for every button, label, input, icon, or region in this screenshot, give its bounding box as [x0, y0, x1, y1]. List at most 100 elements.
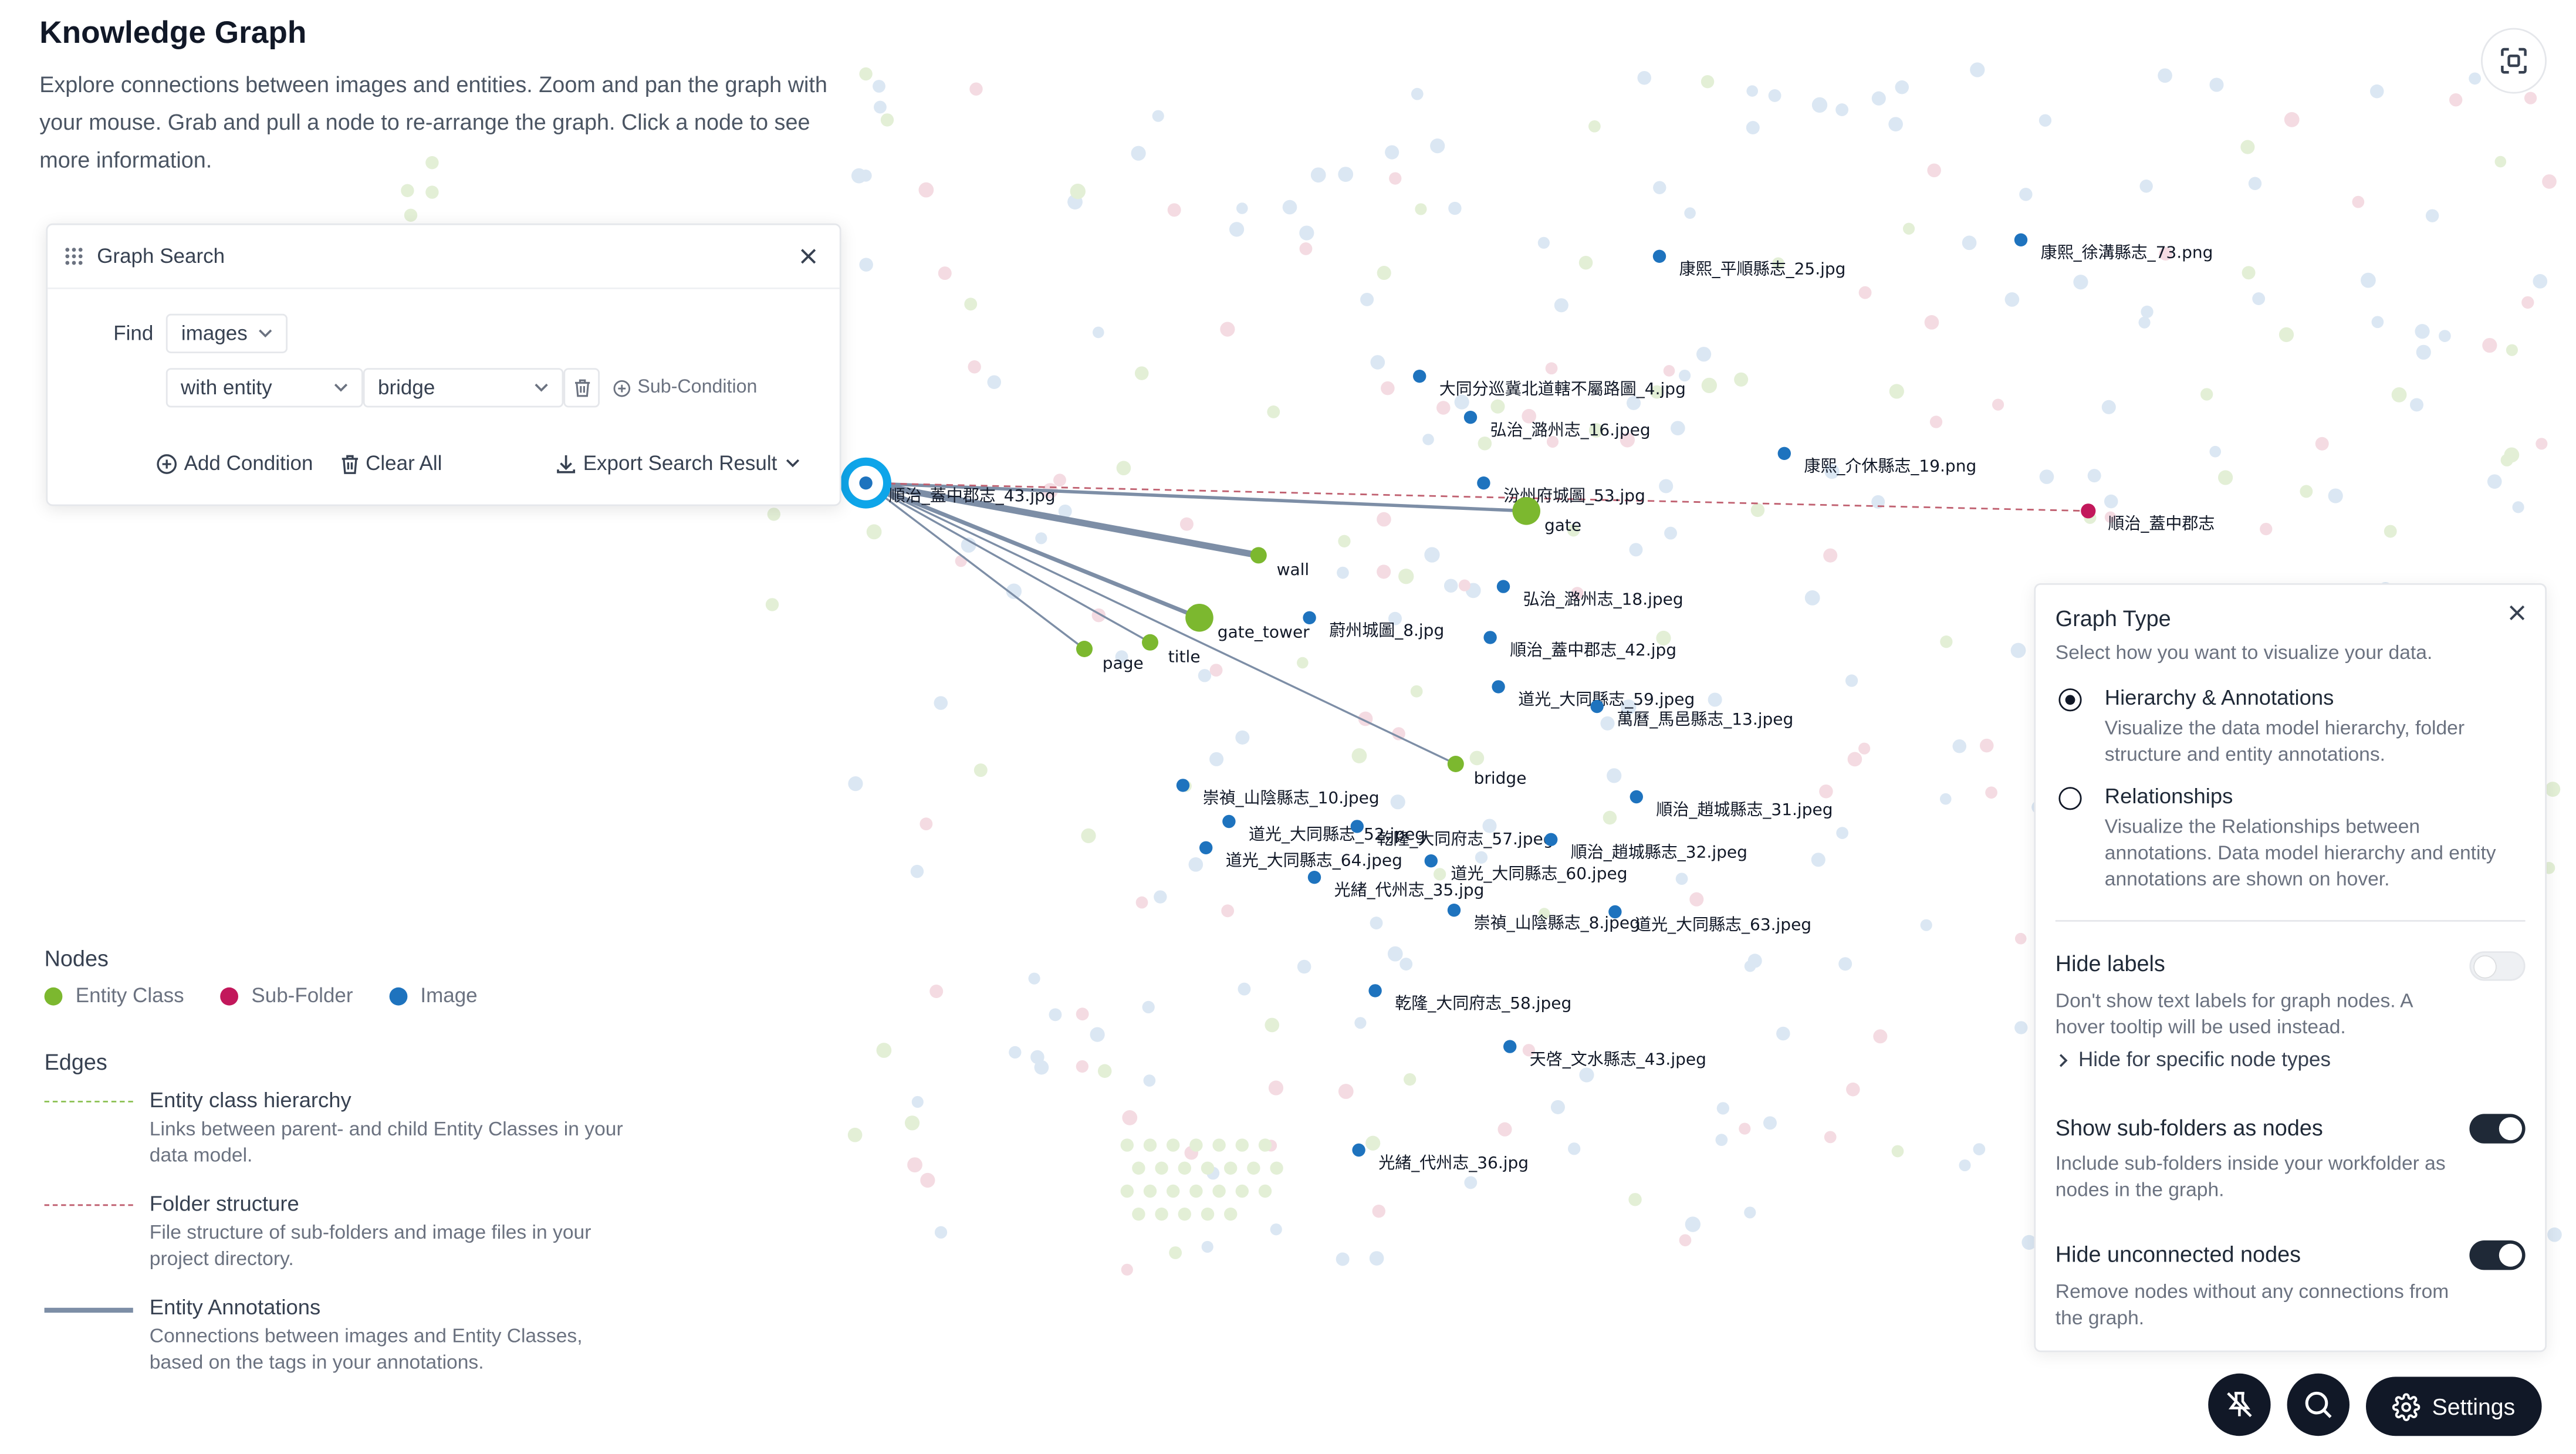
export-search-result-button[interactable]: Export Search Result — [555, 452, 800, 475]
faded-node — [2469, 72, 2482, 85]
faded-node — [1578, 255, 1593, 270]
sub-folder-dot — [220, 986, 238, 1005]
search-toggle-button[interactable] — [2287, 1373, 2349, 1436]
faded-node — [1924, 315, 1939, 330]
sub-folder-node[interactable] — [2081, 503, 2096, 519]
entity-class-node[interactable] — [1076, 641, 1093, 657]
image-node[interactable] — [1222, 814, 1236, 829]
image-node[interactable] — [1307, 871, 1321, 884]
annotation-edge — [865, 482, 1086, 650]
radio-relationships[interactable] — [2058, 787, 2082, 810]
add-sub-condition-button[interactable]: Sub-Condition — [613, 378, 757, 398]
unpin-nodes-button[interactable] — [2208, 1373, 2271, 1436]
faded-node — [880, 113, 894, 127]
faded-node — [2240, 140, 2255, 154]
faded-node — [2542, 174, 2557, 189]
chevron-down-icon — [535, 383, 548, 392]
radio-hierarchy-annotations[interactable] — [2058, 688, 2082, 712]
faded-node — [1448, 201, 1462, 215]
clear-all-button[interactable]: Clear All — [339, 452, 442, 475]
image-node[interactable] — [1199, 841, 1213, 854]
graph-settings-panel: Graph Type Select how you want to visual… — [2034, 583, 2547, 1352]
image-node[interactable] — [1608, 905, 1622, 919]
faded-node — [1664, 526, 1677, 540]
faded-node — [1169, 1246, 1182, 1259]
image-node[interactable] — [1496, 580, 1510, 593]
find-type-select[interactable]: images — [166, 313, 288, 353]
faded-node — [1824, 1131, 1837, 1144]
hide-unconnected-toggle[interactable] — [2469, 1240, 2526, 1270]
hide-specific-node-types[interactable]: Hide for specific node types — [2058, 1048, 2331, 1071]
image-node[interactable] — [1590, 699, 1604, 714]
faded-node — [1701, 75, 1715, 89]
faded-node — [1235, 1184, 1249, 1198]
close-settings-button[interactable] — [2509, 604, 2526, 621]
settings-button[interactable]: Settings — [2366, 1377, 2542, 1436]
faded-node — [910, 864, 924, 878]
image-node[interactable] — [1352, 1143, 1365, 1157]
hide-labels-toggle[interactable] — [2469, 951, 2526, 981]
faded-node — [1888, 117, 1903, 131]
image-node-label: 弘治_潞州志_18.jpeg — [1523, 589, 1683, 608]
image-node-label: 乾隆_大同府志_57.jpeg — [1377, 829, 1553, 848]
close-search-button[interactable] — [793, 242, 823, 271]
image-node[interactable] — [1303, 611, 1316, 624]
image-node[interactable] — [1413, 370, 1426, 383]
faded-node — [1155, 1161, 1168, 1175]
faded-node — [1889, 384, 1904, 399]
faded-node — [1490, 399, 1505, 414]
faded-node — [1675, 873, 1688, 885]
legend-image-label: Image — [420, 984, 478, 1007]
image-node[interactable] — [1477, 476, 1490, 490]
faded-node — [1522, 408, 1536, 424]
image-node[interactable] — [1176, 779, 1190, 792]
image-node[interactable] — [1424, 854, 1438, 868]
faded-node — [1337, 566, 1349, 579]
drag-grip-icon[interactable] — [64, 246, 84, 266]
hide-labels-title: Hide labels — [2055, 951, 2165, 976]
delete-condition-button[interactable] — [563, 368, 600, 408]
entity-class-node[interactable] — [1142, 634, 1158, 651]
condition-value-select[interactable]: bridge — [363, 368, 564, 408]
entity-class-node[interactable] — [1447, 756, 1464, 772]
faded-node — [2494, 155, 2507, 168]
selected-image-node[interactable] — [859, 476, 873, 490]
condition-type-select[interactable]: with entity — [165, 368, 363, 408]
image-node[interactable] — [1368, 984, 1382, 997]
image-node[interactable] — [1777, 447, 1791, 460]
image-node[interactable] — [1544, 833, 1558, 846]
entity-class-node[interactable] — [1250, 547, 1267, 564]
image-node[interactable] — [1463, 411, 1478, 424]
plus-circle-icon — [157, 453, 177, 474]
image-node[interactable] — [1652, 249, 1666, 263]
faded-node — [2545, 782, 2561, 797]
faded-node — [1637, 70, 1651, 85]
search-panel-title: Graph Search — [97, 245, 225, 268]
image-node[interactable] — [2014, 233, 2028, 246]
faded-node — [866, 524, 882, 540]
faded-node — [851, 168, 867, 184]
show-subfolders-toggle[interactable] — [2469, 1114, 2526, 1144]
faded-node — [1478, 436, 1492, 451]
add-condition-button[interactable]: Add Condition — [156, 452, 313, 475]
faded-node — [1621, 699, 1637, 715]
faded-node — [1115, 650, 1128, 664]
faded-node — [1143, 1074, 1156, 1087]
image-node[interactable] — [1447, 904, 1461, 917]
entity-class-node[interactable] — [1185, 604, 1213, 632]
faded-node — [907, 1157, 922, 1173]
faded-node — [1198, 669, 1212, 682]
entity-class-node[interactable] — [1512, 497, 1540, 525]
image-node[interactable] — [1503, 1040, 1517, 1053]
faded-node — [2361, 272, 2376, 288]
image-node[interactable] — [1630, 790, 1643, 804]
faded-node — [2039, 469, 2054, 484]
clear-all-label: Clear All — [366, 452, 442, 475]
fit-to-screen-button[interactable] — [2481, 28, 2547, 94]
faded-node — [1338, 535, 1351, 547]
image-node[interactable] — [1492, 680, 1505, 694]
image-node[interactable] — [1350, 820, 1364, 833]
image-node[interactable] — [1483, 631, 1497, 644]
faded-node — [2104, 511, 2117, 523]
